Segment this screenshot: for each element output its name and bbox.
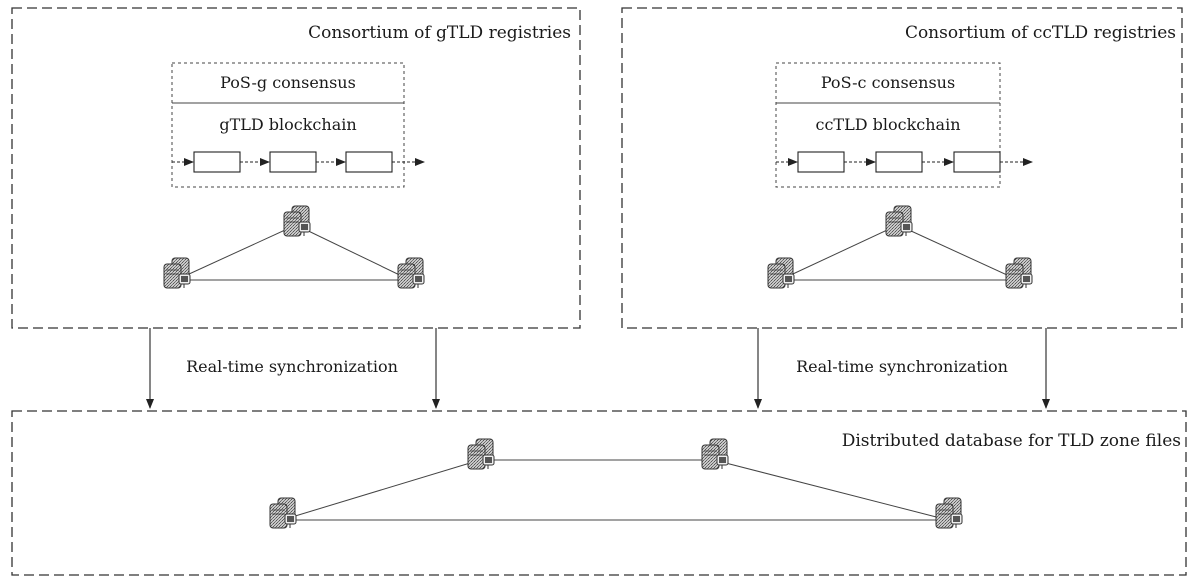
- gtld-network: [163, 205, 425, 289]
- gtld-block-2: [269, 151, 317, 173]
- cctld-consortium: Consortium of ccTLD registries PoS-c con…: [621, 7, 1183, 329]
- gtld-blockchain-label: gTLD blockchain: [219, 115, 356, 134]
- cctld-sync-label: Real-time synchronization: [796, 357, 1008, 376]
- server-icon: [935, 497, 963, 529]
- cctld-consortium-title: Consortium of ccTLD registries: [905, 23, 1176, 43]
- cctld-consortium-frame: [621, 7, 1183, 329]
- database-frame: [11, 410, 1187, 576]
- gtld-consortium: Consortium of gTLD registries PoS-g cons…: [11, 7, 581, 329]
- server-icon: [163, 257, 191, 289]
- cctld-block-2: [875, 151, 923, 173]
- gtld-sync-arrows: [146, 328, 440, 409]
- cctld-consensus-label: PoS-c consensus: [821, 73, 955, 92]
- cctld-block-chain: [776, 151, 1033, 173]
- gtld-block-3: [345, 151, 393, 173]
- gtld-block-1: [193, 151, 241, 173]
- cctld-block-1: [797, 151, 845, 173]
- server-icon: [397, 257, 425, 289]
- server-icon: [269, 497, 297, 529]
- gtld-consensus-label: PoS-g consensus: [220, 73, 356, 92]
- server-icon: [767, 257, 795, 289]
- database-title: Distributed database for TLD zone files: [842, 431, 1181, 451]
- gtld-consortium-title: Consortium of gTLD registries: [308, 23, 571, 43]
- cctld-network: [767, 205, 1033, 289]
- server-icon: [885, 205, 913, 237]
- cctld-sync-arrows: [754, 328, 1050, 409]
- cctld-block-3: [953, 151, 1001, 173]
- gtld-consortium-frame: [11, 7, 581, 329]
- server-icon: [1005, 257, 1033, 289]
- gtld-block-chain: [172, 151, 425, 173]
- server-icon: [283, 205, 311, 237]
- cctld-blockchain-label: ccTLD blockchain: [815, 115, 960, 134]
- gtld-blockchain-box: PoS-g consensus gTLD blockchain: [171, 62, 425, 188]
- server-icon: [701, 438, 729, 470]
- cctld-blockchain-box: PoS-c consensus ccTLD blockchain: [775, 62, 1033, 188]
- distributed-database: Distributed database for TLD zone files: [11, 410, 1187, 576]
- server-icon: [467, 438, 495, 470]
- database-network: [269, 438, 963, 529]
- gtld-sync-label: Real-time synchronization: [186, 357, 398, 376]
